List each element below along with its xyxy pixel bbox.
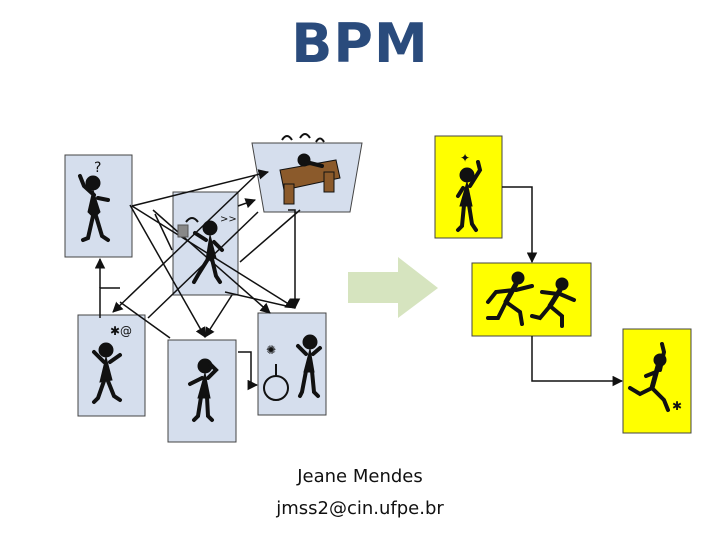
svg-text:✦: ✦ — [460, 151, 470, 165]
process-connections — [502, 186, 624, 387]
idea-person-icon: ✦ — [456, 151, 483, 232]
running-people-icon — [486, 271, 576, 328]
celebrating-person-icon: ✱ — [628, 342, 682, 413]
svg-text:✺: ✺ — [266, 343, 276, 357]
author-name: Jeane Mendes — [297, 466, 423, 487]
confused-person-icon: ? — [78, 160, 110, 242]
adhoc-box-phone — [172, 191, 239, 296]
phone-person-icon: >> — [177, 214, 237, 284]
process-box-celebrate — [622, 328, 692, 434]
svg-text:✱@: ✱@ — [110, 324, 132, 338]
green-right-arrow — [348, 257, 438, 318]
frustrated-person-icon: ✱@ — [92, 324, 132, 404]
adhoc-box-frustrated — [77, 314, 146, 417]
author-email: jmss2@cin.ufpe.br — [276, 498, 444, 519]
slide-title: BPM — [291, 12, 429, 75]
adhoc-box-bomb — [257, 312, 327, 416]
bomb-person-icon: ✺ — [263, 334, 322, 401]
svg-text:✱: ✱ — [672, 399, 682, 413]
thinking-person-icon — [188, 358, 219, 422]
svg-text:>>: >> — [220, 214, 237, 225]
svg-text:?: ? — [94, 160, 101, 176]
desk-worker-icon — [279, 133, 341, 205]
